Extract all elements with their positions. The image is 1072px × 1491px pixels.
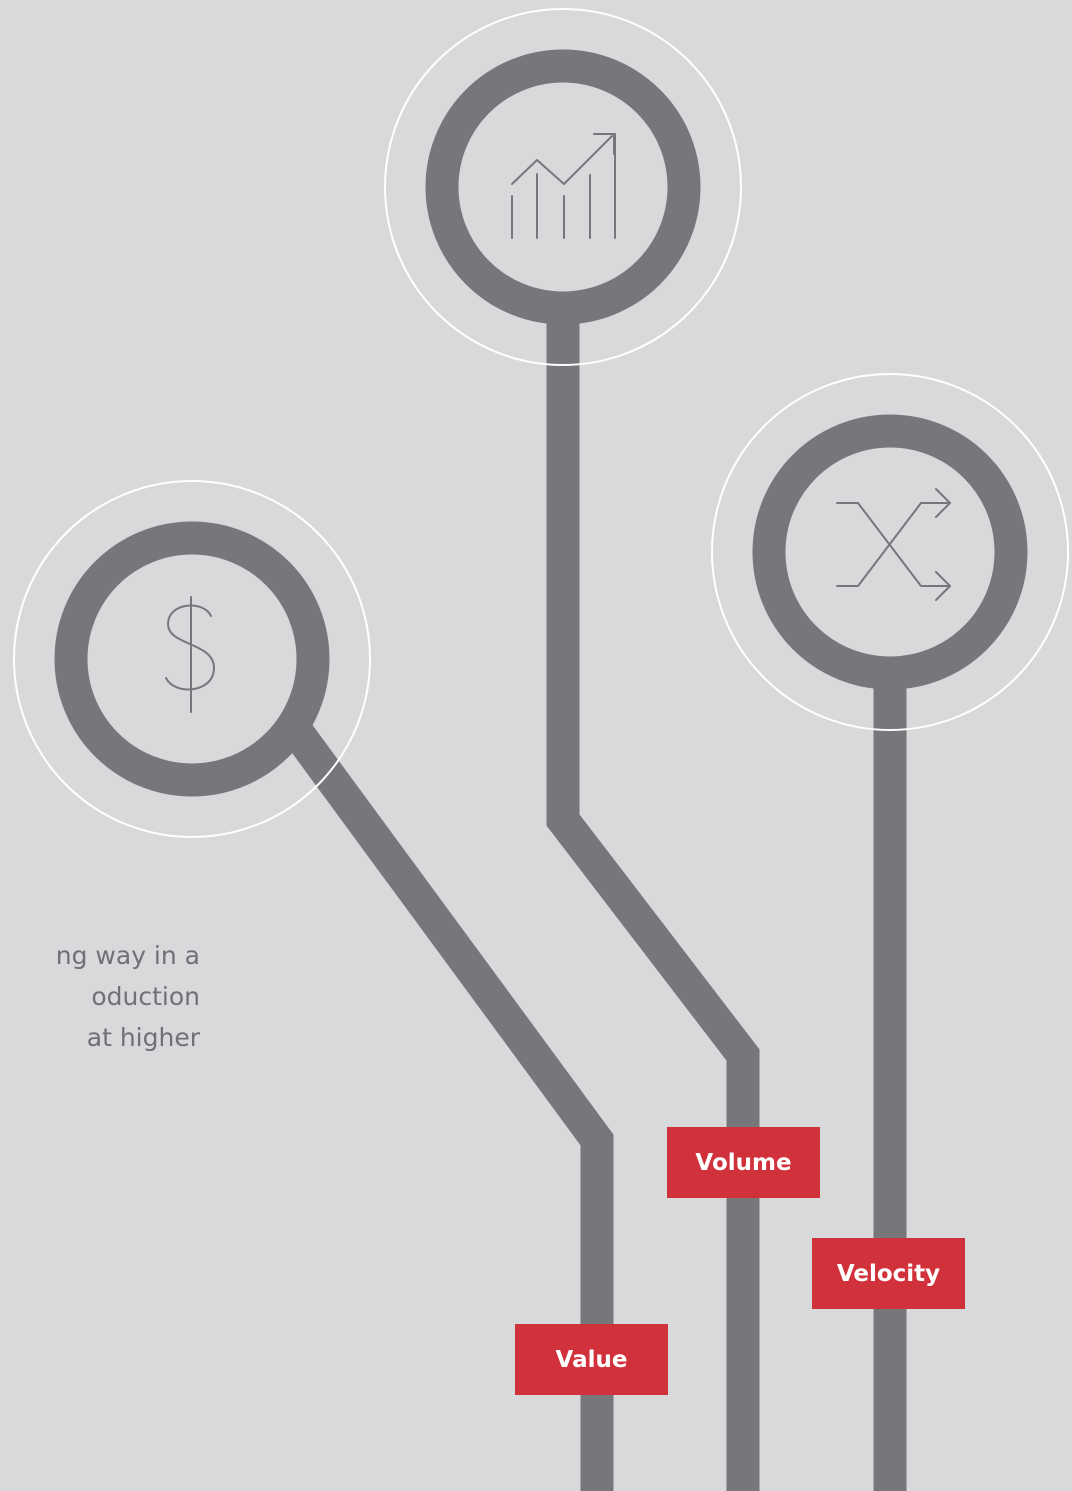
label-value: Value [515, 1324, 668, 1395]
body-text-line: ng way in a [55, 941, 200, 970]
volume-ring [425, 49, 701, 325]
body-text-line: oduction [91, 982, 200, 1011]
label-volume: Volume [667, 1127, 820, 1198]
volume-connector [546, 310, 760, 1491]
value-node [13, 480, 371, 838]
velocity-node [711, 373, 1069, 731]
velocity-ring [752, 414, 1028, 690]
dollar-icon [165, 596, 216, 713]
label-velocity: Velocity [812, 1238, 965, 1309]
volume-outer-ring [384, 8, 742, 366]
value-outer-ring [13, 480, 371, 838]
shuffle-icon [836, 488, 951, 601]
growth-chart-icon [511, 133, 616, 239]
volume-node [384, 8, 742, 366]
body-text-line: at higher [86, 1023, 200, 1052]
velocity-outer-ring [711, 373, 1069, 731]
body-text: ng way in a oduction at higher [0, 935, 200, 1058]
